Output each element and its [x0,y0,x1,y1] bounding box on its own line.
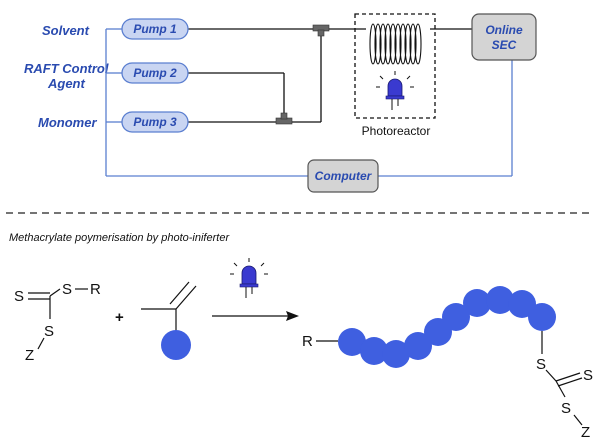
polymer-thione-s-label: S [583,367,593,384]
online-sec-line1: Online [485,23,523,37]
monomer-bead [161,330,191,360]
polymer-beads [338,286,556,368]
computer-label: Computer [315,169,373,183]
led-icon [376,71,414,110]
tubing [188,28,472,123]
z-group-label: Z [25,347,34,364]
monomer-label: Monomer [38,115,97,130]
polymer-s1-label: S [536,356,546,373]
computer-box: Computer [307,159,379,193]
control-wiring [105,28,513,177]
pump-3: Pump 3 [121,111,189,133]
reaction-caption: Methacrylate poymerisation by photo-inif… [9,232,230,244]
thione-s-label: S [14,288,24,305]
plus-sign: + [115,309,124,326]
polymer-z-label: Z [581,424,590,437]
thio-s-label: S [62,281,72,298]
raft-agent-structure: S S R S Z [14,281,101,364]
photoreactor [354,13,436,119]
reaction-arrow [212,311,299,321]
polymer-r-label: R [302,333,313,350]
coil-icon [369,23,422,65]
polymer-s2-label: S [561,400,571,417]
pump-3-label: Pump 3 [133,115,177,129]
raft-label-line2: Agent [47,76,86,91]
tee-connector-bottom [275,112,293,125]
pump-1-label: Pump 1 [133,22,177,36]
raft-label-line1: RAFT Control [24,61,109,76]
polymer-product: R S S S Z [302,286,593,437]
z-s-label: S [44,323,54,340]
led-icon-reaction [230,258,268,298]
pump-2: Pump 2 [121,62,189,84]
solvent-label: Solvent [42,23,90,38]
tee-connector-top [312,24,330,37]
online-sec-box: Online SEC [471,13,537,61]
pump-2-label: Pump 2 [133,66,177,80]
online-sec-line2: SEC [492,38,517,52]
photoreactor-label: Photoreactor [362,124,431,138]
monomer-structure [141,281,197,360]
r-group-label: R [90,281,101,298]
pump-1: Pump 1 [121,18,189,40]
